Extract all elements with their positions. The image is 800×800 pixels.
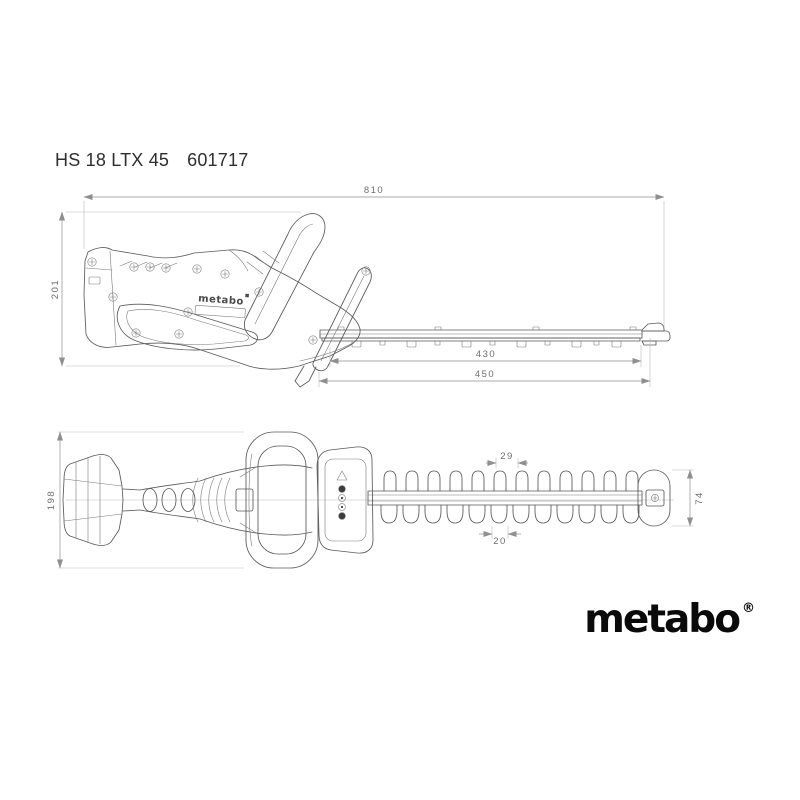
warning-triangle-icon <box>336 470 348 481</box>
dim-overall-length: 810 <box>83 185 665 327</box>
battery-pack-top <box>62 454 124 546</box>
dim-blade-tip-width: 74 <box>672 469 705 527</box>
metabo-logo: metabo® <box>584 597 755 642</box>
dim-tooth-pitch: 29 <box>486 451 528 468</box>
top-view-dimensions: 198 29 20 74 <box>46 431 705 569</box>
dim-height-label: 201 <box>50 279 61 299</box>
safety-icons <box>336 470 348 520</box>
body-brand-text: metabo <box>198 293 244 307</box>
dim-blade-tip-width-label: 74 <box>694 491 705 505</box>
dim-handle-width-label: 198 <box>46 490 57 510</box>
registered-trademark-icon: ® <box>742 601 755 616</box>
blade-upper-teeth <box>383 470 639 492</box>
front-handle-side <box>243 213 326 341</box>
body-brand-label: metabo <box>194 293 249 318</box>
front-loop-handle-top <box>239 431 319 569</box>
blade-side-view <box>319 322 671 346</box>
dim-tooth-opening: 20 <box>479 526 521 547</box>
round-pictogram-icon <box>338 503 346 511</box>
round-pictogram-icon <box>338 512 346 520</box>
side-view-drawing: metabo <box>83 213 671 388</box>
product-title: HS 18 LTX 45 601717 <box>55 150 248 171</box>
dim-overall-length-label: 810 <box>364 185 384 196</box>
blade-rivet-tabs <box>337 326 637 348</box>
dim-tooth-pitch-label: 29 <box>500 451 514 462</box>
trimmer-body-side <box>83 247 361 370</box>
logo-text: metabo <box>584 597 741 642</box>
rear-handle-top <box>122 464 313 536</box>
model-name: HS 18 LTX 45 <box>55 150 170 170</box>
blade-lower-teeth <box>380 504 640 524</box>
round-pictogram-icon <box>338 494 346 502</box>
dim-height: 201 <box>50 211 301 367</box>
article-number: 601717 <box>187 150 249 170</box>
dim-handle-width: 198 <box>46 431 244 569</box>
dim-cutting-length: 430 <box>329 345 642 367</box>
hand-guard <box>294 267 372 388</box>
screw-icons <box>87 257 371 345</box>
motor-housing-ribs <box>192 477 231 523</box>
guard-deck-top <box>316 446 374 554</box>
blade-top-view <box>367 469 671 527</box>
dim-tooth-opening-label: 20 <box>493 536 507 547</box>
dim-blade-length: 450 <box>318 338 651 387</box>
motor-housing-detail <box>235 488 254 512</box>
top-view-drawing <box>62 431 674 569</box>
dim-cutting-length-label: 430 <box>476 349 496 360</box>
dim-blade-length-label: 450 <box>475 369 495 380</box>
round-pictogram-icon <box>338 485 346 493</box>
side-view-dimensions: 810 201 430 450 <box>50 185 665 387</box>
